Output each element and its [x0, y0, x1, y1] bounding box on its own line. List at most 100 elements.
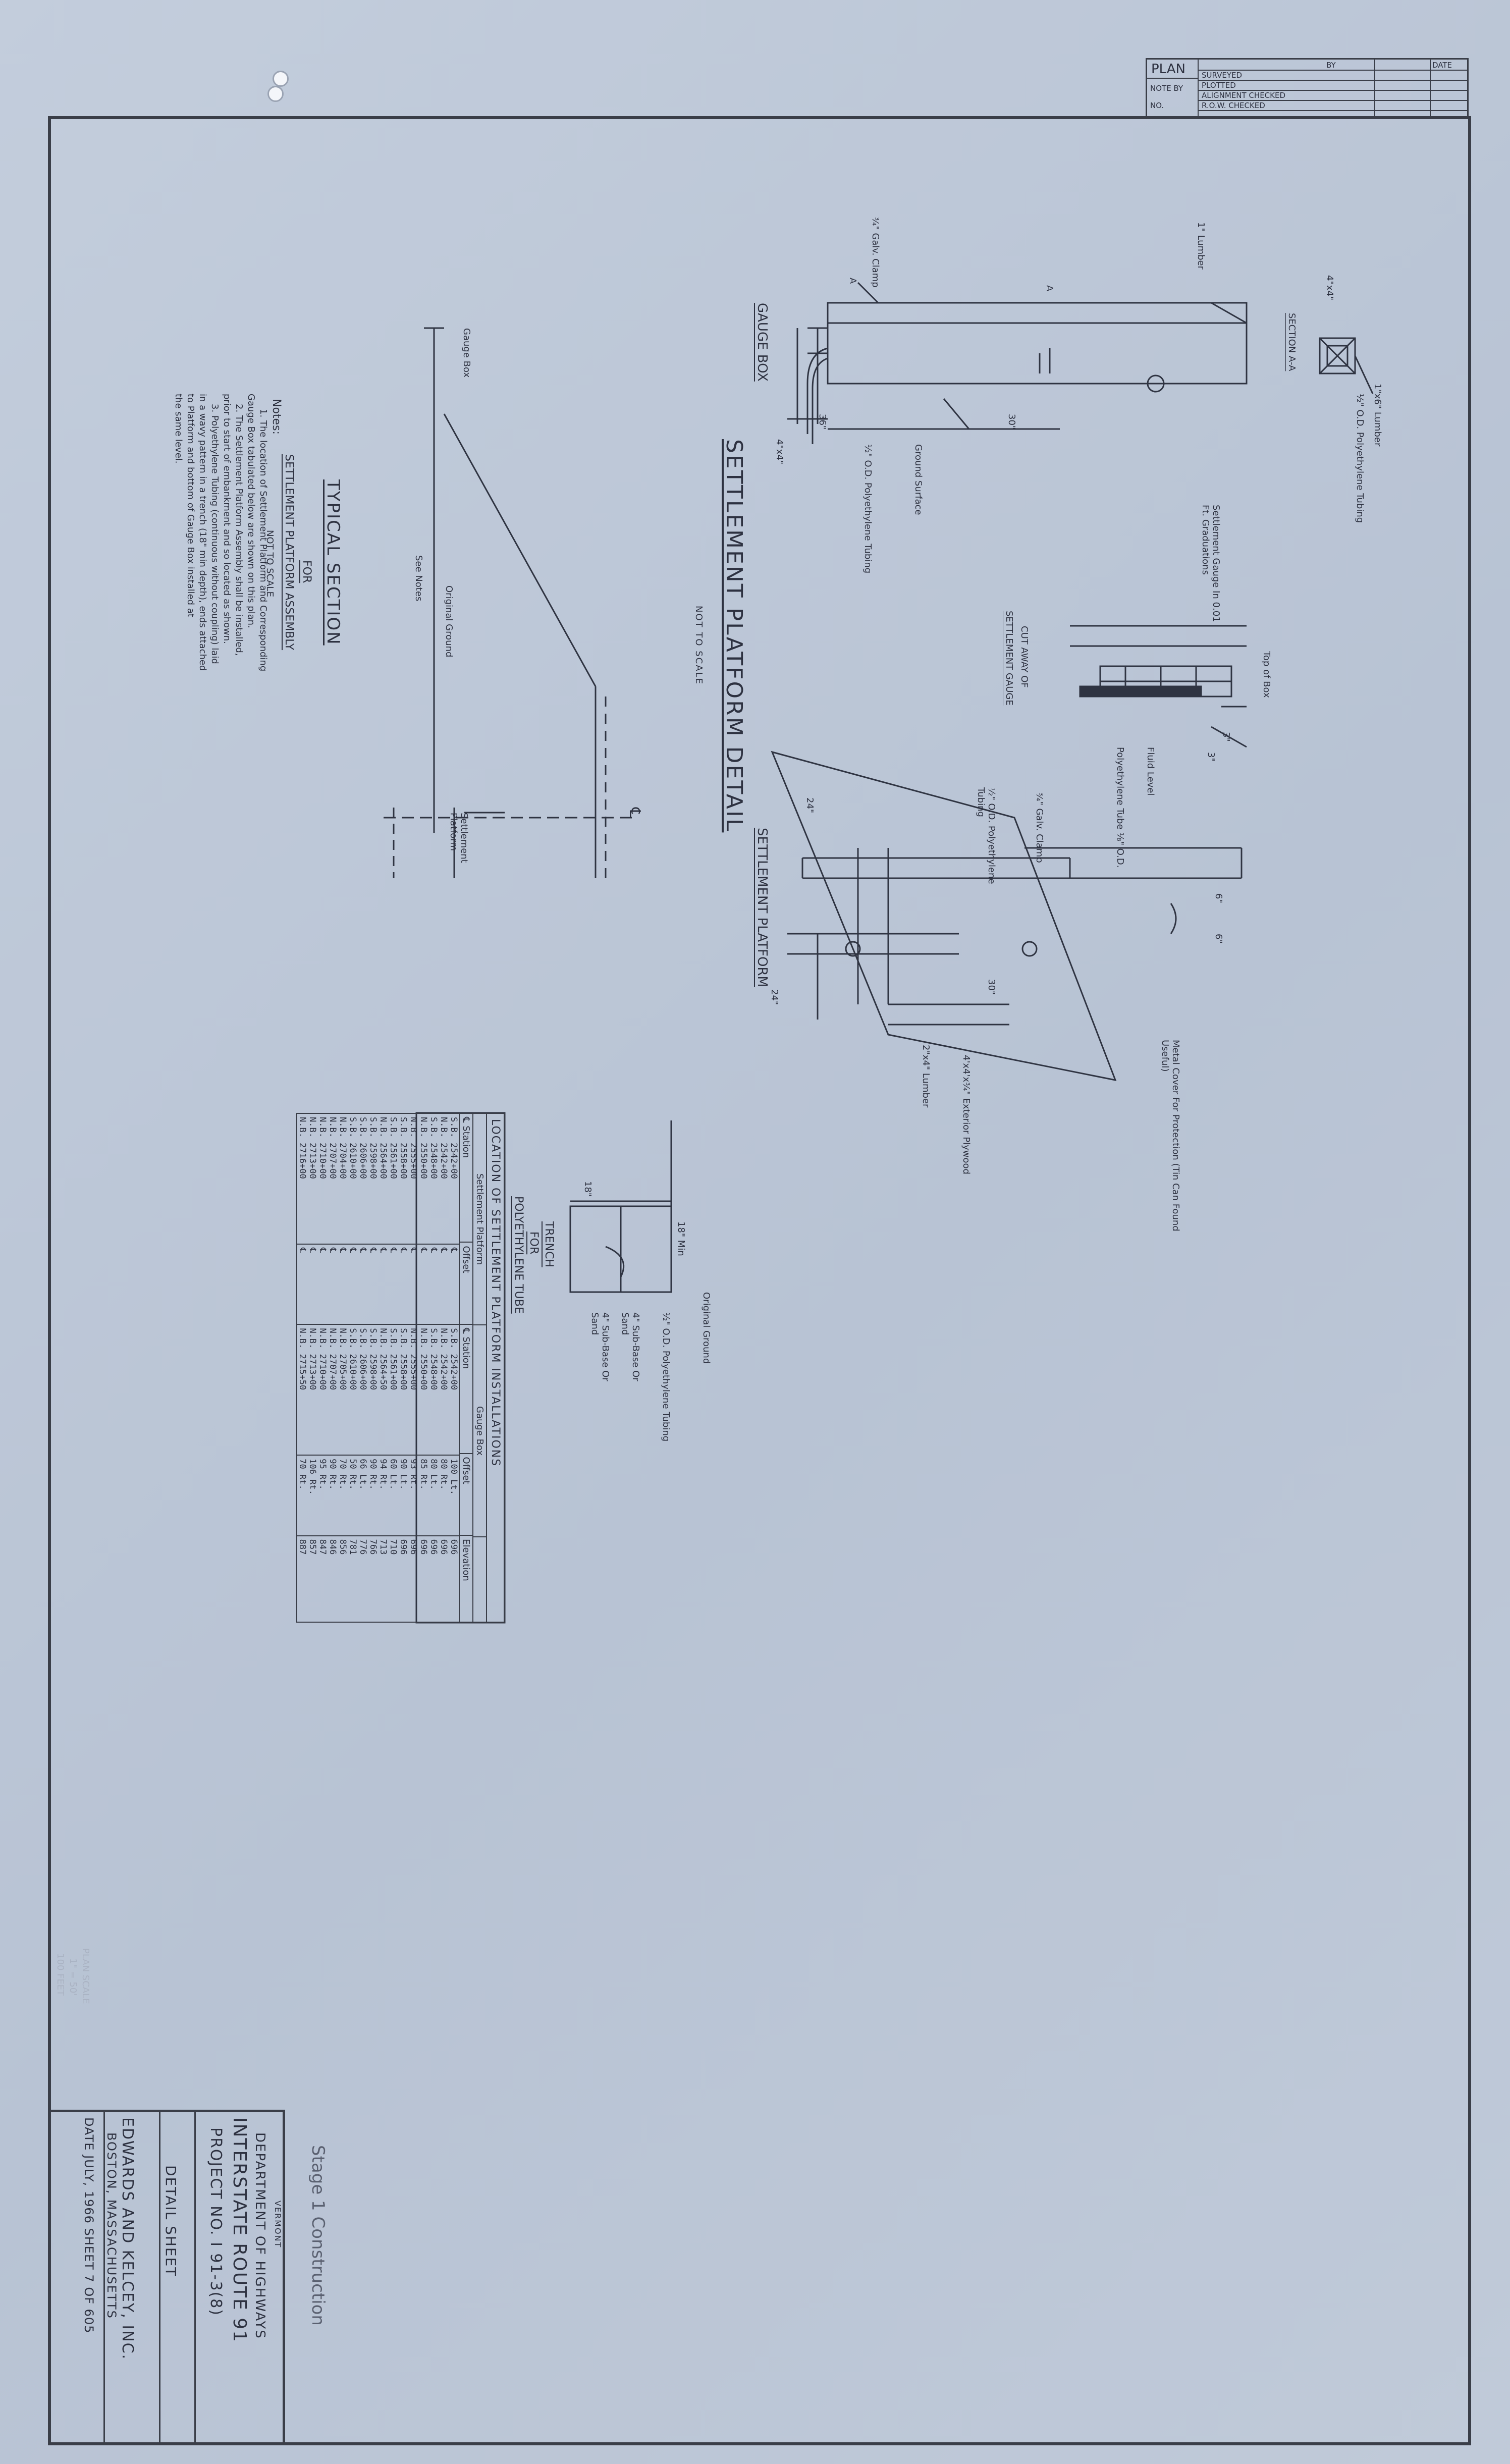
table-cell: N.B. 2564+50: [378, 1325, 388, 1456]
gauge-box-tubing-label: ½" O.D. Polyethylene Tubing: [862, 444, 873, 574]
table-cell: S.B. 2561+00: [388, 1114, 398, 1245]
table-cell: 70 Rt.: [297, 1456, 307, 1536]
table-cell: S.B. 2558+00: [398, 1325, 408, 1456]
header-offset-2: Offset: [460, 1454, 472, 1536]
table-cell: ℄: [358, 1244, 368, 1325]
section-aa-drawing: [1319, 337, 1374, 394]
table-cell: 696: [408, 1539, 418, 1555]
gauge-box-dimension-30: 30": [1006, 414, 1017, 430]
metal-cover-label: Metal Cover For Protection (Tin Can Foun…: [1160, 1040, 1181, 1231]
plan-revision-box: PLAN NOTE BY NO. SURVEYED PLOTTED ALIGNM…: [1146, 58, 1469, 119]
table-cell: ℄: [378, 1244, 388, 1325]
table-cell: ℄: [408, 1244, 418, 1325]
table-cell: ℄: [449, 1244, 459, 1325]
table-cell: 85 Rt.: [418, 1456, 428, 1536]
cutaway-title-line1: CUT AWAY OF: [1019, 626, 1030, 688]
gauge-box-ground-label: Ground Surface: [913, 444, 924, 515]
by-label: BY: [1326, 61, 1336, 70]
group-settlement-platform: Settlement Platform: [473, 1114, 486, 1326]
gauge-box-section-mark-a: A: [1044, 285, 1055, 292]
table-cell: N.B. 2715+50: [297, 1325, 307, 1456]
notes-line-6: in a wavy pattern in a trench (18" min d…: [197, 394, 208, 671]
no-label: NO.: [1150, 101, 1164, 110]
location-table-title: LOCATION OF SETTLEMENT PLATFORM INSTALLA…: [486, 1113, 505, 1623]
table-cell: 696: [428, 1539, 439, 1555]
typical-section-title: TYPICAL SECTION: [323, 479, 343, 646]
table-cell: 94 Rt.: [378, 1456, 388, 1536]
notes-heading: Notes:: [270, 399, 283, 435]
table-cell: 696: [418, 1539, 428, 1555]
alignment-checked-label: ALIGNMENT CHECKED: [1202, 91, 1286, 100]
typical-gauge-box-label: Gauge Box: [461, 328, 472, 378]
header-station-2: ℄ Station: [460, 1325, 472, 1454]
table-cell: S.B. 2598+00: [368, 1325, 378, 1456]
trench-subbase-top: 4" Sub-Base Or Sand: [620, 1312, 641, 1381]
notes-line-8: the same level.: [173, 394, 184, 464]
table-cell: ℄: [368, 1244, 378, 1325]
settlement-platform-drawing: [771, 751, 1243, 1082]
table-cell: 696: [439, 1539, 449, 1555]
table-cell: 90 Lt.: [398, 1456, 408, 1536]
typical-see-notes-label: See Notes: [413, 555, 424, 602]
fluid-level-label: Fluid Level: [1145, 747, 1156, 796]
trench-dim-18: 18": [582, 1181, 593, 1197]
gauge-box-title: GAUGE BOX: [754, 303, 770, 382]
drawing-border: [48, 116, 1471, 2445]
table-cell: 106 Rt.: [307, 1456, 317, 1536]
table-cell: S.B. 2606+00: [358, 1325, 368, 1456]
table-cell: 776: [358, 1539, 368, 1555]
table-cell: N.B. 2713+00: [307, 1325, 317, 1456]
table-cell: 60 Lt.: [388, 1456, 398, 1536]
trench-tubing-label: ½" O.D. Polyethylene Tubing: [661, 1312, 671, 1442]
surveyed-label: SURVEYED: [1202, 71, 1243, 80]
table-cell: N.B. 2550+00: [418, 1325, 428, 1456]
platform-tubing-label: ½" O.D. Polyethylene Tubing: [976, 787, 997, 884]
title-route: INTERSTATE ROUTE 91: [229, 2117, 250, 2343]
group-gauge-box: Gauge Box: [473, 1325, 486, 1537]
table-cell: ℄: [348, 1244, 358, 1325]
polyethylene-tube-label: Polyethylene Tube ⅛" O.D.: [1115, 747, 1125, 868]
platform-dim-6b: 6": [1213, 934, 1224, 944]
faint-stamp-line1: PLAN SCALE: [80, 1948, 91, 2004]
trench-tube-title: POLYETHYLENE TUBE: [512, 1196, 525, 1314]
table-cell: 696: [398, 1539, 408, 1555]
table-cell: ℄: [388, 1244, 398, 1325]
table-cell: 846: [328, 1539, 338, 1555]
title-date-sheet: DATE JULY, 1966 SHEET 7 OF 605: [82, 2117, 96, 2334]
table-cell: 710: [388, 1539, 398, 1555]
table-cell: ℄: [398, 1244, 408, 1325]
trench-drawing: [569, 1120, 672, 1293]
table-cell: ℄: [439, 1244, 449, 1325]
main-detail-title: SETTLEMENT PLATFORM DETAIL: [721, 439, 747, 833]
platform-dim-24b: 24": [769, 989, 780, 1005]
lumber-2x4-label: 2"x4" Lumber: [921, 1045, 931, 1108]
table-cell: 857: [307, 1539, 317, 1555]
gauge-box-section-mark-a2: A: [847, 278, 858, 284]
faint-stamp-line3: 100 FEET: [55, 1953, 66, 1996]
notes-line-3: 2. The Settlement Platform Assembly shal…: [234, 404, 244, 656]
table-cell: 887: [297, 1539, 307, 1555]
table-cell: S.B. 2548+00: [428, 1114, 439, 1245]
table-cell: 847: [317, 1539, 328, 1555]
title-sheet-name: DETAIL SHEET: [163, 2165, 179, 2277]
table-cell: S.B. 2598+00: [368, 1114, 378, 1245]
table-cell: 781: [348, 1539, 358, 1555]
dimension-3-lower: 3": [1206, 752, 1216, 762]
notes-line-4: prior to start of embankment and so loca…: [222, 394, 232, 644]
row-checked-label: R.O.W. CHECKED: [1202, 101, 1265, 110]
gauge-box-lumber-label: 1" Lumber: [1196, 222, 1206, 270]
title-city: BOSTON, MASSACHUSETTS: [104, 2132, 119, 2319]
table-cell: N.B. 2707+00: [328, 1114, 338, 1245]
